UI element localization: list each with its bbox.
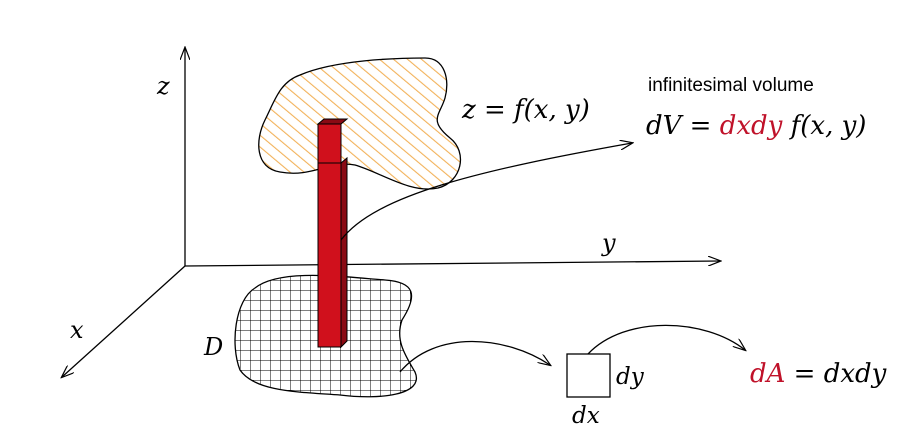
y-axis xyxy=(184,261,720,267)
area-equation: dA = dxdy xyxy=(750,359,887,389)
dv-rhs: f(x, y) xyxy=(782,111,866,141)
surface-equation: z = f(x, y) xyxy=(461,95,590,125)
volume-equation: dV = dxdy f(x, y) xyxy=(646,111,866,141)
column-top xyxy=(316,118,349,125)
area-element-square xyxy=(566,353,611,398)
da-lhs: dA xyxy=(750,359,785,389)
dv-lhs: dV = xyxy=(646,111,720,141)
da-rhs: = dxdy xyxy=(785,359,886,389)
area-arrow xyxy=(399,340,550,373)
surface-region xyxy=(258,57,461,190)
da-arrow xyxy=(587,324,745,355)
volume-title: infinitesimal volume xyxy=(648,75,814,96)
x-axis xyxy=(62,265,186,377)
x-axis-label: x xyxy=(70,316,84,344)
z-axis-label: z xyxy=(156,72,170,100)
region-label: D xyxy=(203,333,223,361)
column-side xyxy=(340,156,348,349)
column-top-face xyxy=(317,123,342,165)
y-axis-label: y xyxy=(601,229,616,257)
dx-label: dx xyxy=(572,403,600,429)
column-front xyxy=(317,162,342,348)
dy-label: dy xyxy=(616,364,645,390)
volume-arrow xyxy=(340,143,632,241)
dv-dxdy: dxdy xyxy=(720,111,783,141)
